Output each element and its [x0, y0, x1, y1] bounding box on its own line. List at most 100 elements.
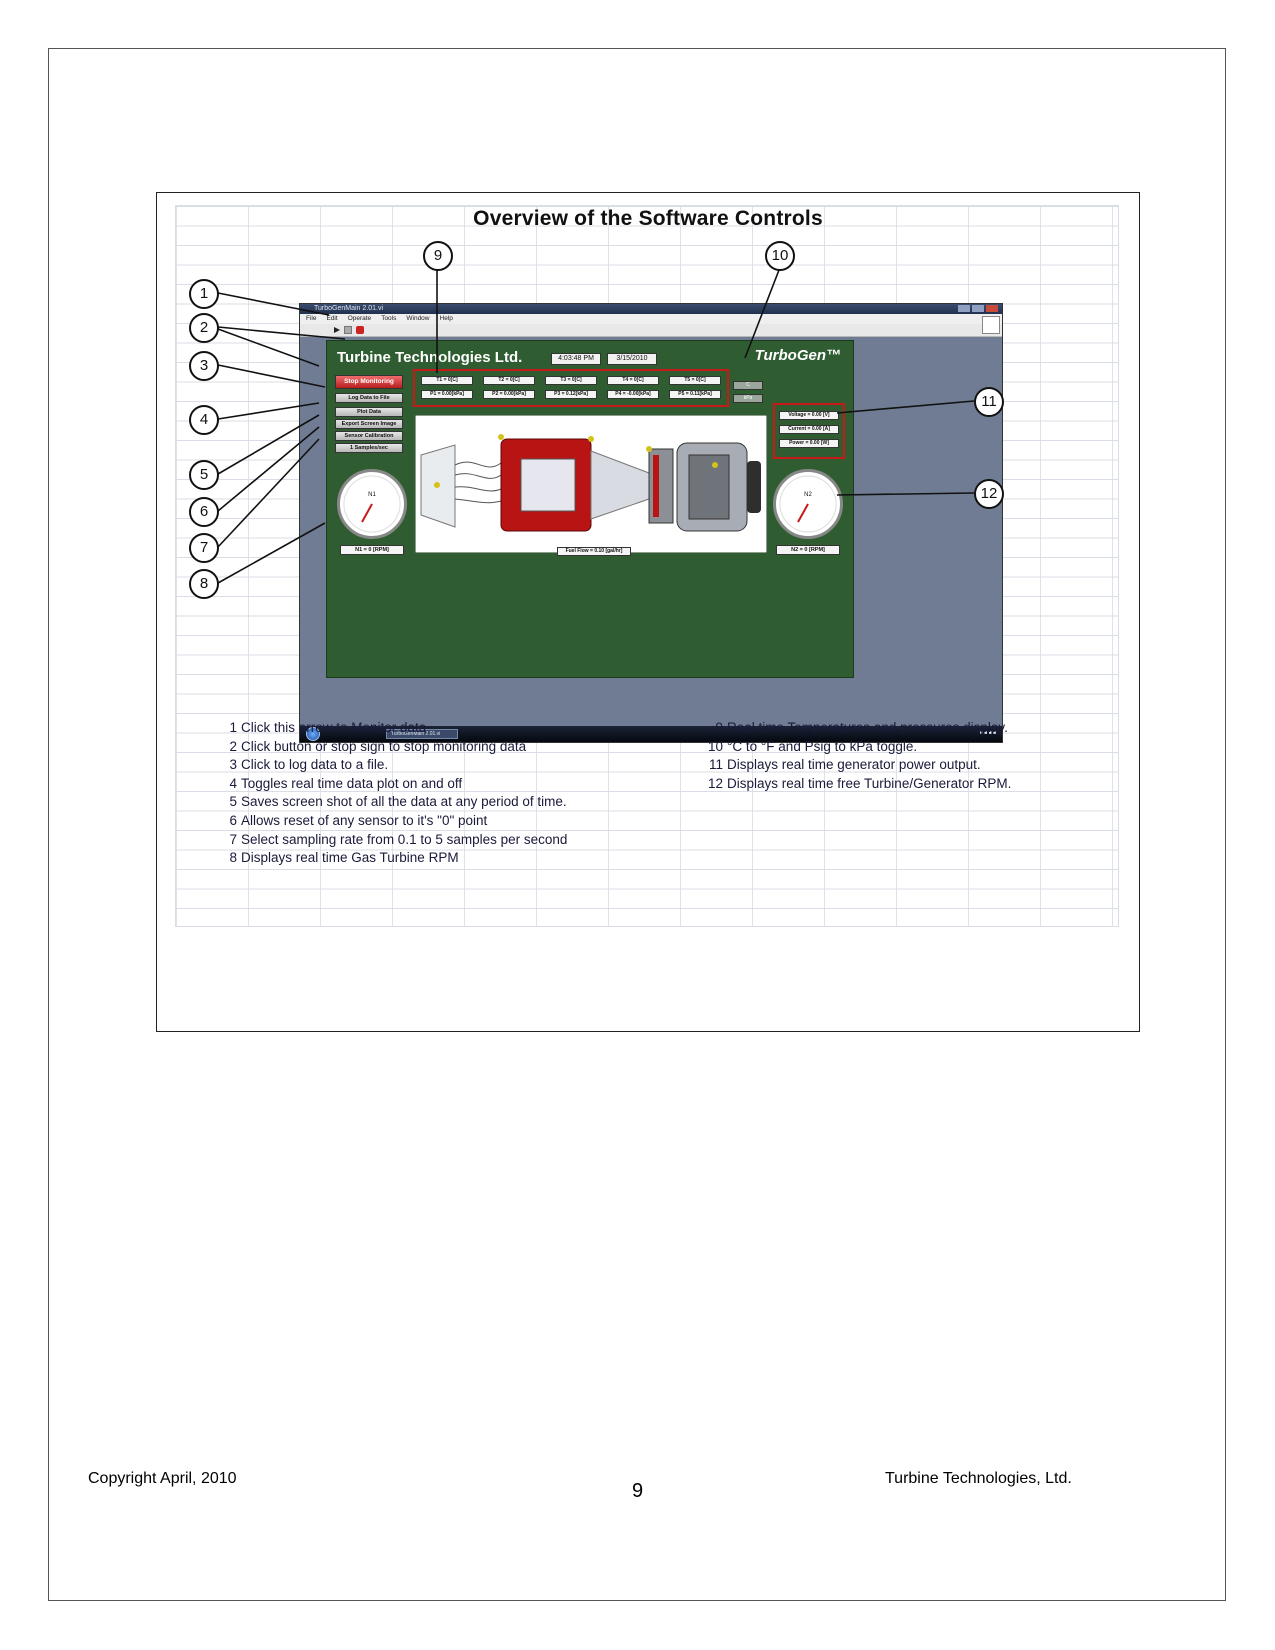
- menu-operate[interactable]: Operate: [347, 315, 372, 322]
- sensor-point-t3: [588, 436, 594, 442]
- current-readout: Current = 0.00 [A]: [779, 425, 839, 434]
- sampling-rate-select[interactable]: 1 Samples/sec: [335, 443, 403, 453]
- figure-frame: Overview of the Software Controls TurboG…: [156, 192, 1140, 1032]
- page-frame: [48, 48, 1226, 1601]
- legend-right: 9 Real time Temperatures and pressures di…: [703, 719, 1011, 793]
- legend-number: 6: [229, 812, 237, 828]
- stop-monitoring-button[interactable]: Stop Monitoring: [335, 375, 403, 389]
- legend-text: Click this arrow to Monitor data: [241, 720, 427, 735]
- run-continuous-icon[interactable]: [344, 326, 352, 334]
- software-screenshot: TurboGenMain 2.01.vi File Edit Operate T…: [299, 303, 1003, 743]
- start-button-icon[interactable]: [306, 727, 320, 741]
- leader-3: [217, 364, 326, 388]
- voltage-readout: Voltage = 0.00 [V]: [779, 411, 839, 420]
- menu-help[interactable]: Help: [439, 315, 453, 322]
- sensor-t1: T1 = 0[C]: [421, 376, 473, 385]
- callout-1: 1: [189, 279, 219, 309]
- brand-logo: TurboGen™: [754, 347, 841, 364]
- sensor-point-t5: [712, 462, 718, 468]
- callout-7: 7: [189, 533, 219, 563]
- legend-text: Click button or stop sign to stop monito…: [241, 738, 527, 754]
- n2-needle: [797, 503, 809, 523]
- sensor-point-t1: [434, 482, 440, 488]
- legend-number: 4: [229, 775, 237, 791]
- legend-number: 10: [707, 738, 723, 754]
- window-title: TurboGenMain 2.01.vi: [300, 304, 1002, 314]
- sensor-calibration-button[interactable]: Sensor Calibration: [335, 431, 403, 441]
- menu-window[interactable]: Window: [406, 315, 430, 322]
- legend-text: Toggles real time data plot on and off: [241, 775, 463, 791]
- clock-display: 4:03:48 PM: [551, 353, 601, 365]
- n2-gauge-label: N2: [804, 492, 812, 498]
- leader-11: [836, 400, 975, 414]
- power-output-display: Voltage = 0.00 [V] Current = 0.00 [A] Po…: [773, 403, 845, 459]
- n1-gauge-face: N1: [361, 492, 376, 523]
- menu-tools[interactable]: Tools: [381, 315, 397, 322]
- stop-sign-icon[interactable]: [356, 326, 364, 334]
- legend-text: Select sampling rate from 0.1 to 5 sampl…: [241, 831, 568, 847]
- leader-2b: [217, 328, 320, 367]
- sensor-t5: T5 = 0[C]: [669, 376, 721, 385]
- n1-needle: [361, 503, 373, 523]
- n2-gauge: N2: [773, 469, 843, 539]
- system-tray-icon: ■ ■ ■ ■: [979, 730, 996, 736]
- leader-8: [217, 522, 326, 584]
- legend-item: 10°C to °F and Psig to kPa toggle.: [703, 738, 1011, 757]
- callout-6: 6: [189, 497, 219, 527]
- leader-7: [217, 438, 320, 548]
- date-display: 3/15/2010: [607, 353, 657, 365]
- sensor-t2: T2 = 0[C]: [483, 376, 535, 385]
- context-help-icon[interactable]: [982, 316, 1000, 334]
- legend-text: Saves screen shot of all the data at any…: [241, 794, 567, 810]
- sensor-point-t2: [498, 434, 504, 440]
- combustor-core: [520, 458, 576, 512]
- figure-title: Overview of the Software Controls: [473, 207, 823, 230]
- page-number: 9: [631, 1480, 644, 1502]
- n2-rpm-readout: N2 = 0 [RPM]: [776, 545, 840, 555]
- maximize-icon[interactable]: [972, 305, 984, 312]
- sensor-p3: P3 = 0.12[kPa]: [545, 390, 597, 399]
- company-name: Turbine Technologies Ltd.: [337, 349, 523, 366]
- legend-number: 11: [708, 757, 723, 773]
- temperature-unit-toggle[interactable]: C: [733, 381, 763, 390]
- sensor-point-t4: [646, 446, 652, 452]
- n2-gauge-face: N2: [797, 492, 812, 523]
- leader-1: [217, 292, 330, 316]
- legend-number: 3: [229, 757, 237, 773]
- pressure-unit-toggle[interactable]: kPa: [733, 394, 763, 403]
- leader-6: [217, 426, 320, 512]
- legend-number: 8: [229, 850, 237, 866]
- toolbar: [300, 324, 1002, 337]
- generator-cap: [747, 461, 761, 513]
- taskbar-item[interactable]: TurboGenMain 2.01.vi: [386, 729, 458, 739]
- n1-gauge-label: N1: [368, 492, 376, 498]
- legend-number: 9: [715, 720, 723, 735]
- sensor-p4: P4 = -0.00[kPa]: [607, 390, 659, 399]
- callout-4: 4: [189, 405, 219, 435]
- close-icon[interactable]: [986, 305, 998, 312]
- run-arrow-icon[interactable]: [334, 327, 340, 333]
- legend-text: Displays real time Gas Turbine RPM: [241, 850, 459, 866]
- sensor-p1: P1 = 0.00[kPa]: [421, 390, 473, 399]
- minimize-icon[interactable]: [958, 305, 970, 312]
- log-data-button[interactable]: Log Data to File: [335, 393, 403, 403]
- menu-file[interactable]: File: [306, 315, 317, 322]
- temperature-pressure-display: T1 = 0[C] T2 = 0[C] T3 = 0[C] T4 = 0[C] …: [413, 369, 729, 407]
- leader-4: [217, 402, 320, 420]
- callout-9: 9: [423, 241, 453, 271]
- export-screen-button[interactable]: Export Screen Image: [335, 419, 403, 429]
- legend-number: 2: [229, 738, 237, 754]
- plot-data-button[interactable]: Plot Data: [335, 407, 403, 417]
- leader-5: [217, 414, 320, 475]
- menu-edit[interactable]: Edit: [326, 315, 338, 322]
- callout-8: 8: [189, 569, 219, 599]
- legend-text: Allows reset of any sensor to it's "0" p…: [241, 812, 488, 828]
- legend-text: Displays real time generator power outpu…: [727, 757, 981, 773]
- legend-text: Real time Temperatures and pressures dis…: [727, 720, 1008, 735]
